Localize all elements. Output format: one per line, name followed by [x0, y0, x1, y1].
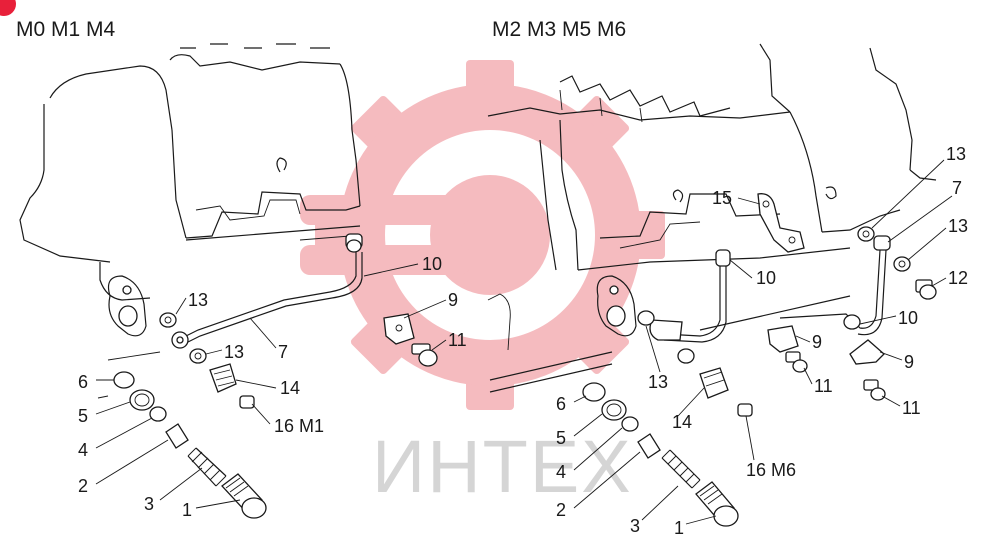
right-bracket-9b — [849, 339, 885, 365]
right-spring-3 — [661, 449, 701, 489]
right-callout-11a: 11 — [814, 376, 833, 396]
left-callout-16: 16 M1 — [274, 416, 324, 436]
watermark-text: ИНТЕХ — [372, 425, 633, 508]
right-bracket-9a — [767, 325, 799, 353]
left-callout-13b: 13 — [224, 342, 244, 362]
left-spring-3 — [187, 447, 227, 487]
right-callout-14: 14 — [672, 412, 692, 432]
right-oil-pipe-10a — [649, 249, 731, 343]
right-callout-5: 5 — [556, 428, 566, 448]
right-leader-lines — [573, 159, 953, 525]
right-bolt-11b — [863, 379, 886, 401]
right-washer-13c — [637, 310, 695, 364]
right-ring-4 — [621, 416, 639, 432]
left-panel-title: M0 M1 M4 — [16, 18, 116, 41]
right-washer-13b — [893, 256, 911, 272]
left-ring-4 — [149, 406, 167, 422]
right-bolt-12 — [915, 279, 937, 300]
left-callout-9: 9 — [448, 290, 458, 310]
right-callout-3: 3 — [630, 516, 640, 536]
right-callout-9a: 9 — [812, 332, 822, 352]
left-plug-16 — [239, 395, 255, 409]
right-callout-4: 4 — [556, 462, 566, 482]
right-oil-pipe-7 — [779, 235, 891, 336]
left-callout-6: 6 — [78, 372, 88, 392]
right-bolt-11a — [785, 351, 808, 373]
left-callout-5: 5 — [78, 406, 88, 426]
right-oring-6 — [582, 382, 606, 402]
right-callout-13b: 13 — [948, 216, 968, 236]
right-callout-12: 12 — [948, 268, 968, 288]
right-plug-1 — [695, 481, 739, 527]
left-centre-line — [97, 351, 161, 399]
right-washer-13top — [857, 226, 875, 242]
left-callout-7: 7 — [278, 342, 288, 362]
watermark-gear-logo — [300, 60, 665, 410]
right-callout-11b: 11 — [902, 398, 921, 418]
right-callout-1: 1 — [674, 518, 684, 538]
left-callout-2: 2 — [78, 476, 88, 496]
right-callout-10b: 10 — [898, 308, 918, 328]
left-callout-13a: 13 — [188, 290, 208, 310]
left-bolt-11 — [411, 343, 438, 367]
right-mounting-boss — [596, 275, 637, 337]
left-engine-outline — [19, 43, 361, 301]
right-callout-7: 7 — [952, 178, 962, 198]
left-washer-13b — [189, 348, 207, 364]
right-panel-title: M2 M3 M5 M6 — [492, 18, 626, 41]
right-callout-10a: 10 — [756, 268, 776, 288]
corner-badge — [0, 0, 16, 16]
left-banjo-bolt-14 — [209, 363, 237, 393]
right-callout-16: 16 M6 — [746, 460, 796, 480]
left-leader-lines — [95, 263, 447, 509]
right-bracket-15 — [757, 193, 805, 253]
left-bracket-9 — [383, 313, 415, 345]
right-plug-16 — [737, 403, 753, 417]
right-callout-9b: 9 — [904, 352, 914, 372]
right-callout-2: 2 — [556, 500, 566, 520]
left-oring-6 — [113, 371, 135, 389]
left-plug-1 — [221, 473, 267, 519]
left-washer-13a — [159, 312, 177, 328]
left-oil-pipe-7 — [171, 233, 363, 349]
right-piston-2 — [637, 433, 661, 459]
right-washer-5 — [601, 399, 627, 421]
right-callout-15: 15 — [712, 188, 732, 208]
left-callout-4: 4 — [78, 440, 88, 460]
left-callout-11: 11 — [448, 330, 467, 350]
left-callout-14: 14 — [280, 378, 300, 398]
left-piston-2 — [165, 423, 189, 449]
right-banjo-bolt-14 — [699, 367, 729, 399]
left-callout-10: 10 — [422, 254, 442, 274]
left-callout-3: 3 — [144, 494, 154, 514]
right-callout-13c: 13 — [648, 372, 668, 392]
right-callout-6: 6 — [556, 394, 566, 414]
left-callout-1: 1 — [182, 500, 192, 520]
left-mounting-boss — [107, 275, 147, 337]
left-washer-5 — [129, 389, 155, 411]
right-callout-13top: 13 — [946, 144, 966, 164]
